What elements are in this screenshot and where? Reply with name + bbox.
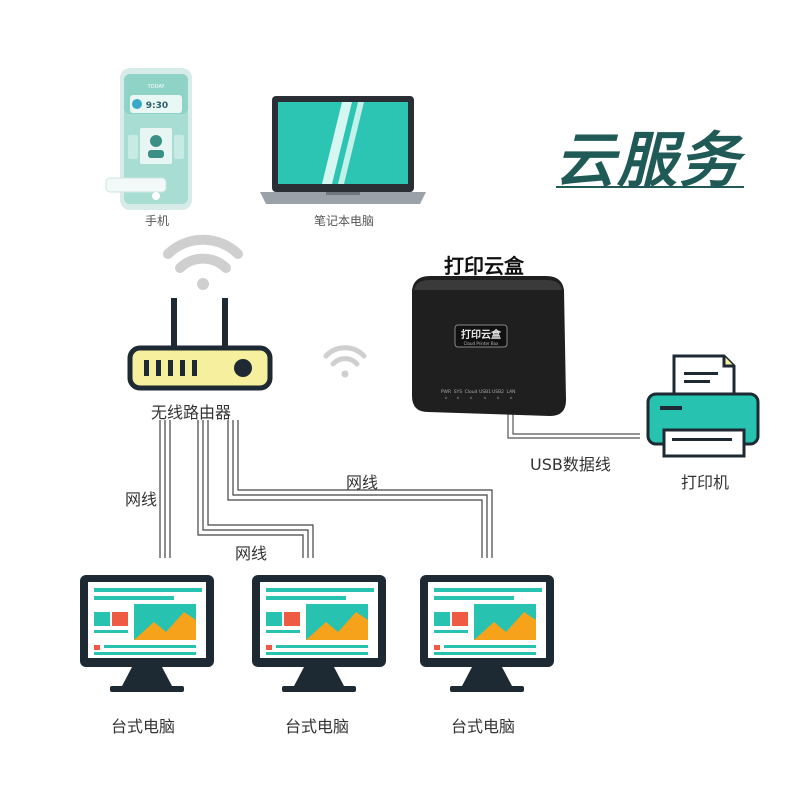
laptop-label: 笔记本电脑 <box>314 214 375 228</box>
cloud-printer-box: 打印云盒 Cloud Printer Box PWR SYS Cloud USB… <box>412 276 566 416</box>
user-icon <box>150 135 162 147</box>
desktop-1 <box>80 575 214 692</box>
cable-middle-label: 网线 <box>235 544 268 563</box>
desktop-2 <box>252 575 386 692</box>
port-label: USB2 <box>492 389 504 395</box>
usb-cable <box>507 412 640 439</box>
box-badge-cn: 打印云盒 <box>461 328 502 341</box>
printer-label: 打印机 <box>681 473 730 492</box>
port-label: PWR <box>441 389 451 395</box>
desktop-2-label: 台式电脑 <box>285 717 350 736</box>
cable-right-label: 网线 <box>346 473 379 492</box>
desktop-3-label: 台式电脑 <box>451 717 516 736</box>
port-label: Cloud <box>465 389 478 395</box>
desktop-1-label: 台式电脑 <box>111 717 176 736</box>
router-label: 无线路由器 <box>151 403 232 422</box>
laptop-device <box>260 96 426 204</box>
port-label: USB1 <box>479 389 491 395</box>
desktop-3 <box>420 575 554 692</box>
usb-cable-label: USB数据线 <box>530 455 611 474</box>
box-badge-en: Cloud Printer Box <box>464 341 499 346</box>
printer-device <box>646 354 760 458</box>
router-power-icon <box>234 359 252 377</box>
phone-device: 9:30 TODAY <box>105 68 192 210</box>
wifi-icon-small <box>323 345 367 378</box>
cable-left <box>159 420 171 558</box>
cable-middle <box>197 420 314 558</box>
phone-label: 手机 <box>145 214 170 228</box>
phone-top-text: TODAY <box>147 84 166 90</box>
port-label: LAN <box>506 389 515 395</box>
cloud-box-title: 打印云盒 <box>444 254 524 278</box>
clock-icon <box>132 99 142 109</box>
title-underline <box>556 186 744 188</box>
cable-right <box>227 420 493 558</box>
phone-time: 9:30 <box>146 101 168 111</box>
wifi-icon-large <box>163 234 243 290</box>
router-device <box>127 298 273 391</box>
port-label: SYS <box>454 389 463 395</box>
page-title: 云服务 <box>555 126 741 196</box>
cable-left-label: 网线 <box>125 490 158 509</box>
